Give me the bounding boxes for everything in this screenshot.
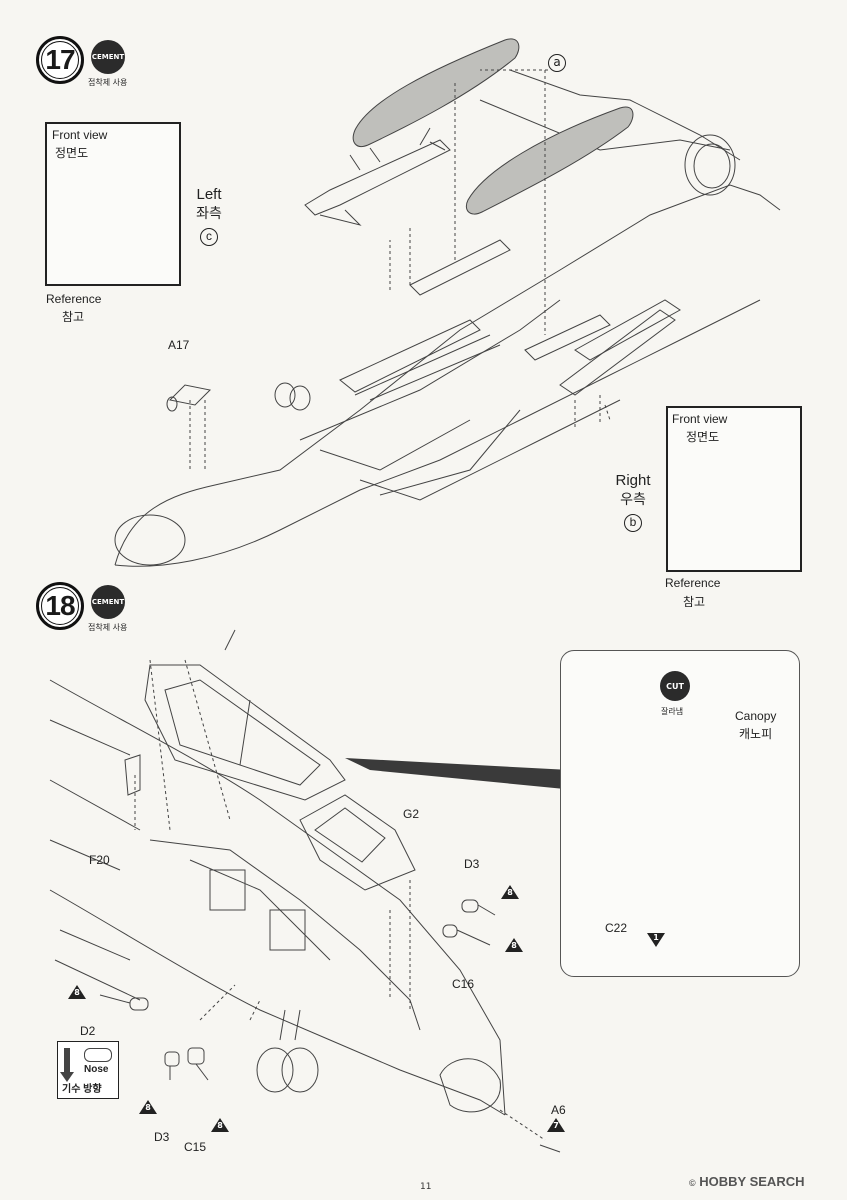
nose-label-en: Nose bbox=[84, 1064, 109, 1075]
page-number: 11 bbox=[420, 1182, 432, 1192]
part-a17-label: A17 bbox=[168, 338, 190, 352]
marker-a-wrap: a bbox=[548, 51, 566, 72]
canopy-label-en: Canopy bbox=[735, 709, 777, 723]
pin-marker-8: 8 bbox=[139, 1100, 157, 1114]
cement-caption: 접착제 사용 bbox=[88, 78, 128, 87]
front-view-title-en: Front view bbox=[52, 128, 108, 142]
reference-label-en: Reference bbox=[46, 292, 102, 306]
nose-label-ko: 기수 방향 bbox=[62, 1084, 102, 1095]
pin-marker-8: 8 bbox=[211, 1118, 229, 1132]
part-a6-label: A6 bbox=[551, 1103, 566, 1117]
pin-marker-8: 8 bbox=[68, 985, 86, 999]
front-view-inset-right: Front view 정면도 bbox=[666, 406, 802, 572]
part-c22-label: C22 bbox=[605, 921, 628, 935]
cut-badge: CUT bbox=[660, 671, 690, 701]
left-side-label: Left 좌측 c bbox=[188, 186, 230, 246]
front-view-inset-left: Front view 정면도 bbox=[45, 122, 181, 286]
right-side-label: Right 우측 b bbox=[610, 472, 656, 532]
nose-arrow-head-icon bbox=[60, 1072, 74, 1082]
cement-caption: 접착제 사용 bbox=[88, 623, 128, 632]
front-view-title-ko: 정면도 bbox=[55, 146, 89, 160]
pin-marker-1: 1 bbox=[647, 933, 665, 947]
pin-marker-8: 8 bbox=[501, 885, 519, 899]
reference-label-ko: 참고 bbox=[683, 595, 706, 609]
marker-b: b bbox=[624, 514, 642, 532]
nose-arrow-icon bbox=[64, 1048, 70, 1074]
pin-marker-7: 7 bbox=[547, 1118, 565, 1132]
pin-marker-8: 8 bbox=[505, 938, 523, 952]
front-view-title-ko: 정면도 bbox=[686, 430, 720, 444]
marker-c: c bbox=[200, 228, 218, 246]
nose-direction-box: Nose 기수 방향 bbox=[57, 1041, 119, 1099]
watermark: © HOBBY SEARCH bbox=[689, 1174, 805, 1189]
canopy-label-ko: 캐노피 bbox=[739, 727, 773, 741]
cut-caption: 잘라냄 bbox=[661, 707, 684, 716]
part-g2-label: G2 bbox=[403, 807, 420, 821]
cement-badge: CEMENT bbox=[91, 585, 125, 619]
part-d3-label-bottom: D3 bbox=[154, 1130, 170, 1144]
part-d2-label: D2 bbox=[80, 1024, 96, 1038]
part-d3-label-top: D3 bbox=[464, 857, 480, 871]
step-18-number: 18 bbox=[36, 582, 84, 630]
cement-badge: CEMENT bbox=[91, 40, 125, 74]
step-17-number: 17 bbox=[36, 36, 84, 84]
part-f20-label: F20 bbox=[89, 853, 110, 867]
front-view-title-en: Front view bbox=[672, 412, 728, 426]
marker-a: a bbox=[548, 54, 566, 72]
reference-label-ko: 참고 bbox=[62, 310, 85, 324]
nose-part-icon bbox=[84, 1048, 112, 1062]
part-c15-label: C15 bbox=[184, 1140, 207, 1154]
part-c16-label: C16 bbox=[452, 977, 475, 991]
reference-label-en: Reference bbox=[665, 576, 721, 590]
canopy-detail-inset: CUT 잘라냄 Canopy 캐노피 C22 1 bbox=[560, 650, 800, 977]
